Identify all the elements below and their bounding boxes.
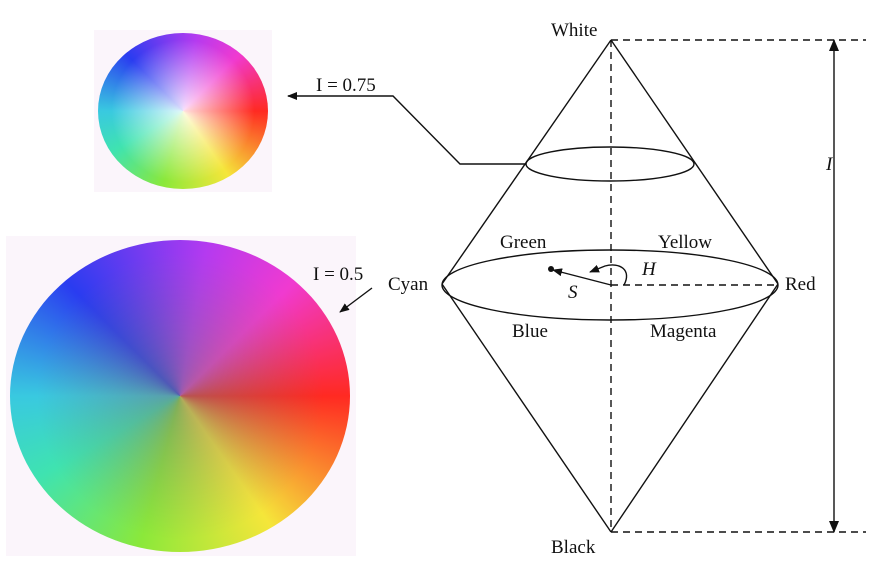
label-black: Black — [551, 537, 596, 558]
label-blue: Blue — [512, 321, 548, 342]
label-green: Green — [500, 232, 547, 253]
cross-section-intensity-05 — [441, 249, 779, 321]
color-wheel-intensity-075 — [98, 33, 268, 189]
cross-section-intensity-075 — [525, 146, 695, 182]
leader-line-intensity-075 — [287, 92, 526, 165]
cone-edge-lower-right — [610, 283, 779, 533]
label-cyan: Cyan — [388, 274, 429, 295]
label-red: Red — [785, 274, 816, 295]
label-saturation: S — [568, 282, 578, 303]
label-white: White — [551, 20, 597, 41]
label-yellow: Yellow — [658, 232, 712, 253]
saturation-vector — [552, 268, 612, 286]
cone-edge-upper-right — [610, 39, 779, 285]
label-intensity-075: I = 0.75 — [316, 75, 376, 96]
label-magenta: Magenta — [650, 321, 717, 342]
leader-line-intensity-05 — [339, 287, 373, 313]
label-hue: H — [641, 259, 657, 280]
color-wheel-intensity-05 — [10, 240, 350, 552]
hue-angle-arc — [589, 264, 628, 286]
label-intensity-axis: I — [825, 154, 834, 175]
cone-edge-lower-left — [441, 283, 612, 533]
label-intensity-05: I = 0.5 — [313, 264, 363, 285]
saturation-point — [548, 266, 554, 272]
